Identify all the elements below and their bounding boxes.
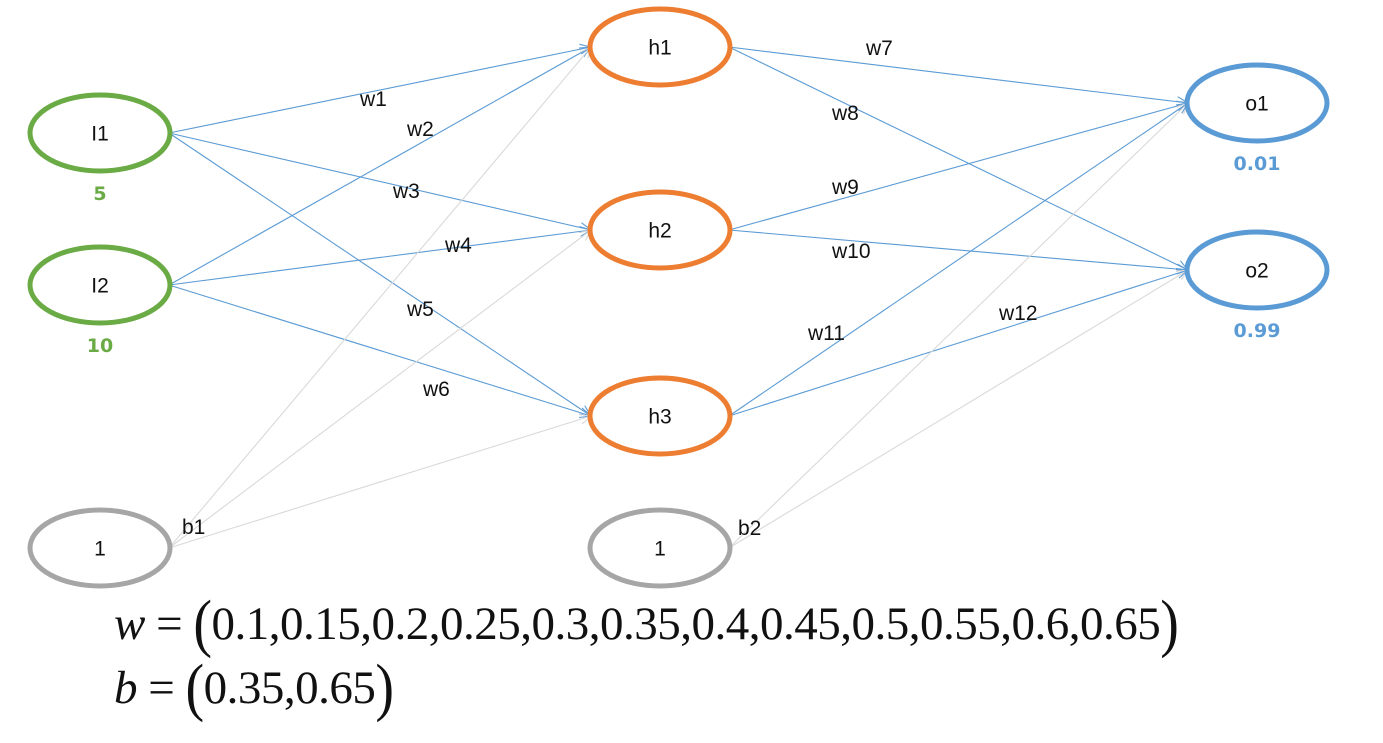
output-node-circle — [1184, 229, 1330, 311]
biases-equals: = — [137, 662, 186, 714]
node-label-bias1: 1 — [94, 538, 106, 561]
node-label-bias2: 1 — [654, 538, 666, 561]
edge-label-w3: w3 — [392, 180, 420, 203]
input-node-circle — [27, 92, 173, 174]
weights-equals: = — [144, 598, 194, 650]
neural-network-diagram: I1 5I2 10 1 h1 h2 h3 1 o1 0.01 o2 0.99 w1 w2 w3 w4 w5 w6… — [27, 6, 1330, 589]
biases-symbol: b — [114, 662, 138, 714]
hidden-node-circle — [587, 6, 733, 88]
node-value-o2: 0.99 — [1234, 320, 1281, 342]
bias-edge-bias1-h2 — [168, 230, 591, 549]
weights-symbol: w — [114, 598, 145, 650]
bias-edge-bias2-o1 — [728, 103, 1188, 549]
biases-values: 0.35,0.65 — [203, 662, 376, 714]
bias-label-b1: b1 — [182, 516, 205, 539]
node-value-i2: 10 — [87, 335, 113, 357]
edge-label-w2: w2 — [406, 118, 434, 141]
weight-edge-w11 — [728, 103, 1188, 417]
close-paren: ) — [375, 652, 394, 724]
edge-label-w4: w4 — [444, 234, 472, 257]
edge-label-w5: w5 — [406, 298, 434, 321]
node-i1: I1 5 — [27, 92, 173, 205]
weights-values: 0.1,0.15,0.2,0.25,0.3,0.35,0.4,0.45,0.5,… — [211, 598, 1161, 650]
edge-label-w1: w1 — [359, 88, 387, 111]
bias-edge-bias1-h1 — [168, 47, 591, 549]
node-h2: h2 — [587, 189, 733, 271]
node-h3: h3 — [587, 375, 733, 457]
node-label-h1: h1 — [648, 37, 671, 60]
weight-edge-w9 — [728, 103, 1188, 231]
input-node-circle — [27, 244, 173, 326]
node-h1: h1 — [587, 6, 733, 88]
node-o1: o1 0.01 — [1184, 62, 1330, 175]
weight-edge-w6 — [168, 284, 591, 416]
bias-edge-bias1-h3 — [168, 416, 591, 549]
weight-edge-w3 — [168, 132, 591, 230]
output-node-circle — [1184, 62, 1330, 144]
edge-label-w9: w9 — [831, 176, 859, 199]
edge-label-w12: w12 — [998, 302, 1038, 325]
open-paren: ( — [185, 652, 205, 724]
hidden-node-circle — [587, 189, 733, 271]
bias-node-circle — [587, 507, 733, 589]
weight-edge-w2 — [168, 47, 591, 286]
bias-node-circle — [27, 507, 173, 589]
weight-edge-w7 — [728, 46, 1188, 103]
labels-layer: w1 w2 w3 w4 w5 w6 w7 w8 w9 w10 w11 w12 b1 b2 — [182, 37, 1038, 540]
node-o2: o2 0.99 — [1184, 229, 1330, 342]
node-label-o1: o1 — [1245, 93, 1268, 116]
node-label-h3: h3 — [648, 406, 671, 429]
edge-label-w11: w11 — [807, 322, 845, 345]
bias-edge-bias2-o2 — [728, 270, 1188, 549]
node-value-o1: 0.01 — [1234, 153, 1281, 175]
weight-edge-w1 — [168, 47, 591, 134]
weight-edge-w12 — [728, 270, 1188, 417]
open-paren: ( — [193, 588, 212, 660]
weight-edge-w5 — [168, 132, 591, 416]
nodes-layer: I1 5I2 10 1 h1 h2 h3 1 o1 0.01 o2 0.99 — [27, 6, 1330, 589]
edge-label-w6: w6 — [422, 378, 450, 401]
node-label-i2: I2 — [91, 275, 109, 298]
weight-edge-w4 — [168, 230, 591, 286]
hidden-node-circle — [587, 375, 733, 457]
edges-layer — [168, 46, 1188, 549]
node-bias2: 1 — [587, 507, 733, 589]
weights-formula: w = (0.1,0.15,0.2,0.25,0.3,0.35,0.4,0.45… — [114, 588, 1179, 659]
bias-label-b2: b2 — [738, 517, 761, 540]
biases-formula: b = (0.35,0.65) — [114, 652, 394, 723]
weight-edge-w8 — [728, 46, 1188, 270]
node-label-i1: I1 — [91, 123, 109, 146]
node-i2: I2 10 — [27, 244, 173, 357]
node-label-o2: o2 — [1245, 260, 1268, 283]
edge-label-w7: w7 — [865, 37, 893, 60]
node-bias1: 1 — [27, 507, 173, 589]
weight-edge-w10 — [728, 229, 1188, 270]
node-label-h2: h2 — [648, 220, 671, 243]
edge-label-w8: w8 — [831, 102, 859, 125]
edge-label-w10: w10 — [831, 240, 871, 263]
close-paren: ) — [1160, 588, 1179, 660]
node-value-i1: 5 — [93, 183, 106, 205]
